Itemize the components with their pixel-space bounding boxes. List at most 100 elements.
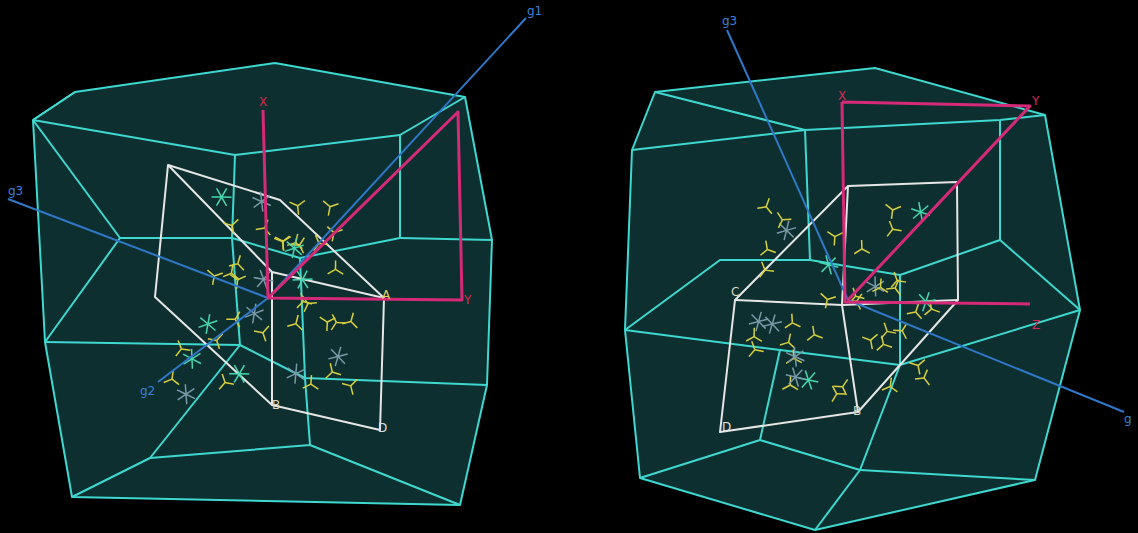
molecule-bond: [335, 356, 338, 366]
molecule-bond: [916, 312, 922, 319]
molecule-bond: [789, 334, 791, 343]
molecule-bond: [931, 309, 939, 312]
molecule-bond: [239, 374, 244, 383]
molecule-bond: [192, 359, 201, 364]
molecule-bond: [222, 196, 232, 198]
molecule-bond: [757, 207, 766, 209]
molecule-bond: [298, 280, 303, 289]
molecule-bond: [924, 378, 929, 385]
molecule-bond: [206, 324, 208, 334]
molecule-bond: [229, 373, 239, 375]
molecule-bond: [263, 333, 266, 342]
molecule-bond: [866, 282, 875, 287]
molecule-bond: [303, 384, 311, 388]
molecule-bond: [862, 337, 870, 340]
molecule-bond: [786, 230, 793, 237]
molecule-bond: [910, 363, 919, 366]
molecule-bond: [214, 273, 222, 276]
molecule-bond: [808, 380, 818, 382]
molecule-bond: [787, 357, 795, 363]
molecule-bond: [762, 262, 765, 270]
molecule-bond: [336, 269, 344, 274]
molecule-bond: [217, 341, 220, 350]
molecule-bond: [217, 188, 222, 197]
molecule-bond: [769, 324, 772, 334]
molecule-bond: [843, 379, 848, 386]
molecule-bond: [178, 394, 186, 400]
molecule-bond: [164, 379, 172, 382]
molecule-bond: [871, 334, 878, 340]
molecule-bond: [208, 324, 216, 330]
molecule-bond: [294, 248, 301, 255]
molecule-bond: [791, 314, 793, 323]
axis-label: Y: [464, 293, 471, 307]
molecule-bond: [822, 265, 829, 272]
molecule-bond: [919, 202, 921, 212]
molecule-bond: [893, 207, 901, 210]
molecule-bond: [239, 373, 249, 375]
molecule-bond: [212, 196, 222, 198]
molecule-bond: [827, 297, 836, 300]
molecule-bond: [874, 277, 876, 287]
molecule-bond: [916, 304, 919, 313]
molecule-bond: [185, 394, 187, 404]
molecule-bond: [821, 293, 828, 299]
reciprocal-axis-label: g2: [140, 384, 155, 398]
molecule-bond: [754, 337, 762, 342]
molecule-bond: [351, 380, 357, 386]
molecule-bond: [795, 357, 804, 361]
molecule-bond: [326, 322, 328, 331]
axis-label: X: [259, 95, 267, 109]
molecule-bond: [796, 377, 799, 387]
molecule-bond: [854, 249, 862, 254]
molecule-bond: [782, 385, 790, 389]
molecule-bond: [217, 197, 222, 206]
molecule-bond: [238, 255, 241, 264]
molecule-bond: [288, 368, 296, 374]
molecule-bond: [827, 232, 834, 237]
reciprocal-axis-label: g3: [8, 184, 23, 198]
molecule-bond: [752, 341, 755, 349]
molecule-bond: [785, 323, 792, 328]
molecule-bond: [807, 335, 814, 341]
molecule-bond: [926, 292, 929, 301]
molecule-bond: [759, 312, 762, 322]
molecule-bond: [287, 242, 294, 249]
molecule-bond: [886, 288, 895, 289]
molecule-bond: [232, 264, 233, 273]
axis-label: B: [853, 404, 861, 418]
molecule-bond: [808, 372, 815, 379]
reciprocal-axis-label: g1: [527, 4, 542, 18]
molecule-bond: [765, 317, 772, 324]
molecule-bond: [335, 260, 337, 269]
molecule-bond: [304, 304, 308, 312]
molecule-bond: [832, 394, 837, 402]
molecule-bond: [790, 385, 798, 390]
molecule-bond: [338, 356, 345, 363]
molecule-bond: [222, 188, 227, 197]
molecule-bond: [222, 374, 225, 383]
molecule-bond: [805, 370, 808, 379]
molecule-bond: [232, 219, 239, 225]
molecule-bond: [880, 287, 887, 292]
molecule-bond: [297, 271, 302, 279]
molecule-bond: [780, 342, 789, 345]
molecule-bond: [759, 322, 766, 329]
molecule-bond: [186, 389, 194, 395]
molecule-bond: [186, 394, 195, 398]
molecule-bond: [232, 226, 234, 235]
molecule-bond: [746, 337, 754, 341]
molecule-bond: [834, 237, 836, 246]
molecule-bond: [843, 387, 847, 395]
molecule-bond: [887, 229, 893, 236]
molecule-bond: [181, 349, 190, 350]
molecule-bond: [871, 340, 873, 349]
molecule-bond: [795, 357, 796, 367]
molecule-bond: [297, 206, 299, 215]
molecule-bond: [890, 378, 891, 387]
molecule-bond: [835, 233, 843, 237]
molecule-bond: [749, 350, 755, 357]
molecule-bond: [925, 309, 932, 315]
reciprocal-axis-label: g3: [722, 14, 737, 28]
